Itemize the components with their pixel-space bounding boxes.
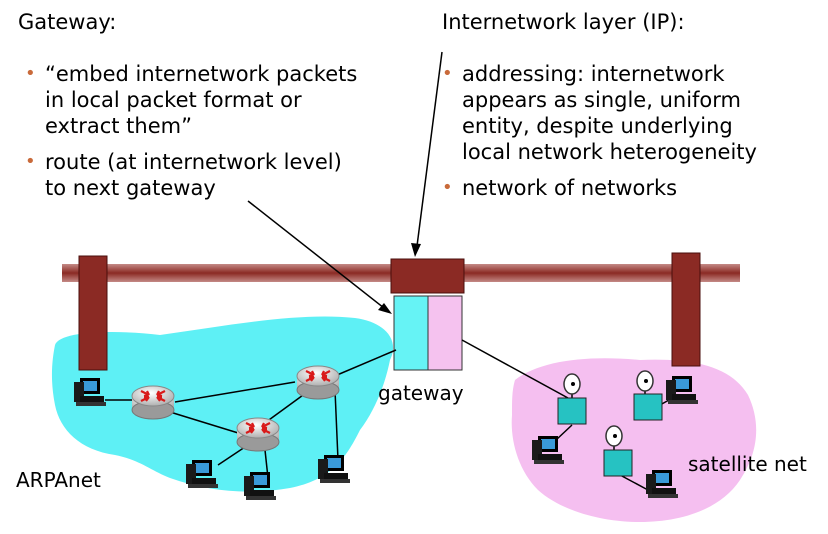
satellite-station-box bbox=[557, 397, 587, 425]
arrow-route-head bbox=[378, 303, 392, 314]
internetwork-bullet: • network of networks bbox=[440, 175, 757, 201]
internetwork-heading: Internetwork layer (IP): bbox=[442, 10, 685, 34]
satellite-post bbox=[671, 252, 701, 367]
gateway-left-half bbox=[393, 295, 429, 371]
gateway-bullet-text: route (at internetwork level) to next ga… bbox=[45, 150, 342, 200]
internetwork-bullet: • addressing: internetwork appears as sin… bbox=[440, 61, 757, 165]
satellite-station-box bbox=[633, 393, 663, 421]
arrow-route bbox=[247, 200, 385, 309]
arpanet-label: ARPAnet bbox=[16, 468, 101, 492]
arrow-ip bbox=[416, 51, 443, 247]
arrow-ip-head bbox=[411, 243, 421, 257]
router-icon bbox=[130, 384, 176, 421]
arpanet-post bbox=[78, 255, 108, 371]
gateway-right-half bbox=[427, 295, 463, 371]
gateway-bullet: • “embed internetwork packets in local pa… bbox=[23, 61, 357, 139]
internetwork-bullet-text: addressing: internetwork appears as sing… bbox=[462, 62, 757, 164]
gateway-bullet-list: • “embed internetwork packets in local pa… bbox=[23, 61, 357, 211]
bullet-icon: • bbox=[25, 151, 36, 172]
gateway-heading: Gateway: bbox=[18, 10, 117, 34]
arpanet-cloud bbox=[51, 316, 394, 492]
gateway-top bbox=[390, 258, 465, 294]
gateway-bullet-text: “embed internetwork packets in local pac… bbox=[45, 62, 358, 138]
bullet-icon: • bbox=[442, 177, 453, 198]
router-icon bbox=[295, 364, 341, 401]
computer-icon bbox=[318, 455, 350, 483]
bullet-icon: • bbox=[442, 63, 453, 84]
router-icon bbox=[235, 416, 281, 453]
satellite-station-box bbox=[603, 449, 633, 477]
satellite-net-label: satellite net bbox=[688, 452, 807, 476]
gateway-label: gateway bbox=[378, 381, 464, 405]
bullet-icon: • bbox=[25, 63, 36, 84]
gateway-bullet: • route (at internetwork level) to next g… bbox=[23, 149, 357, 201]
internetwork-bullet-list: • addressing: internetwork appears as sin… bbox=[440, 61, 757, 211]
internetwork-bullet-text: network of networks bbox=[462, 176, 678, 200]
